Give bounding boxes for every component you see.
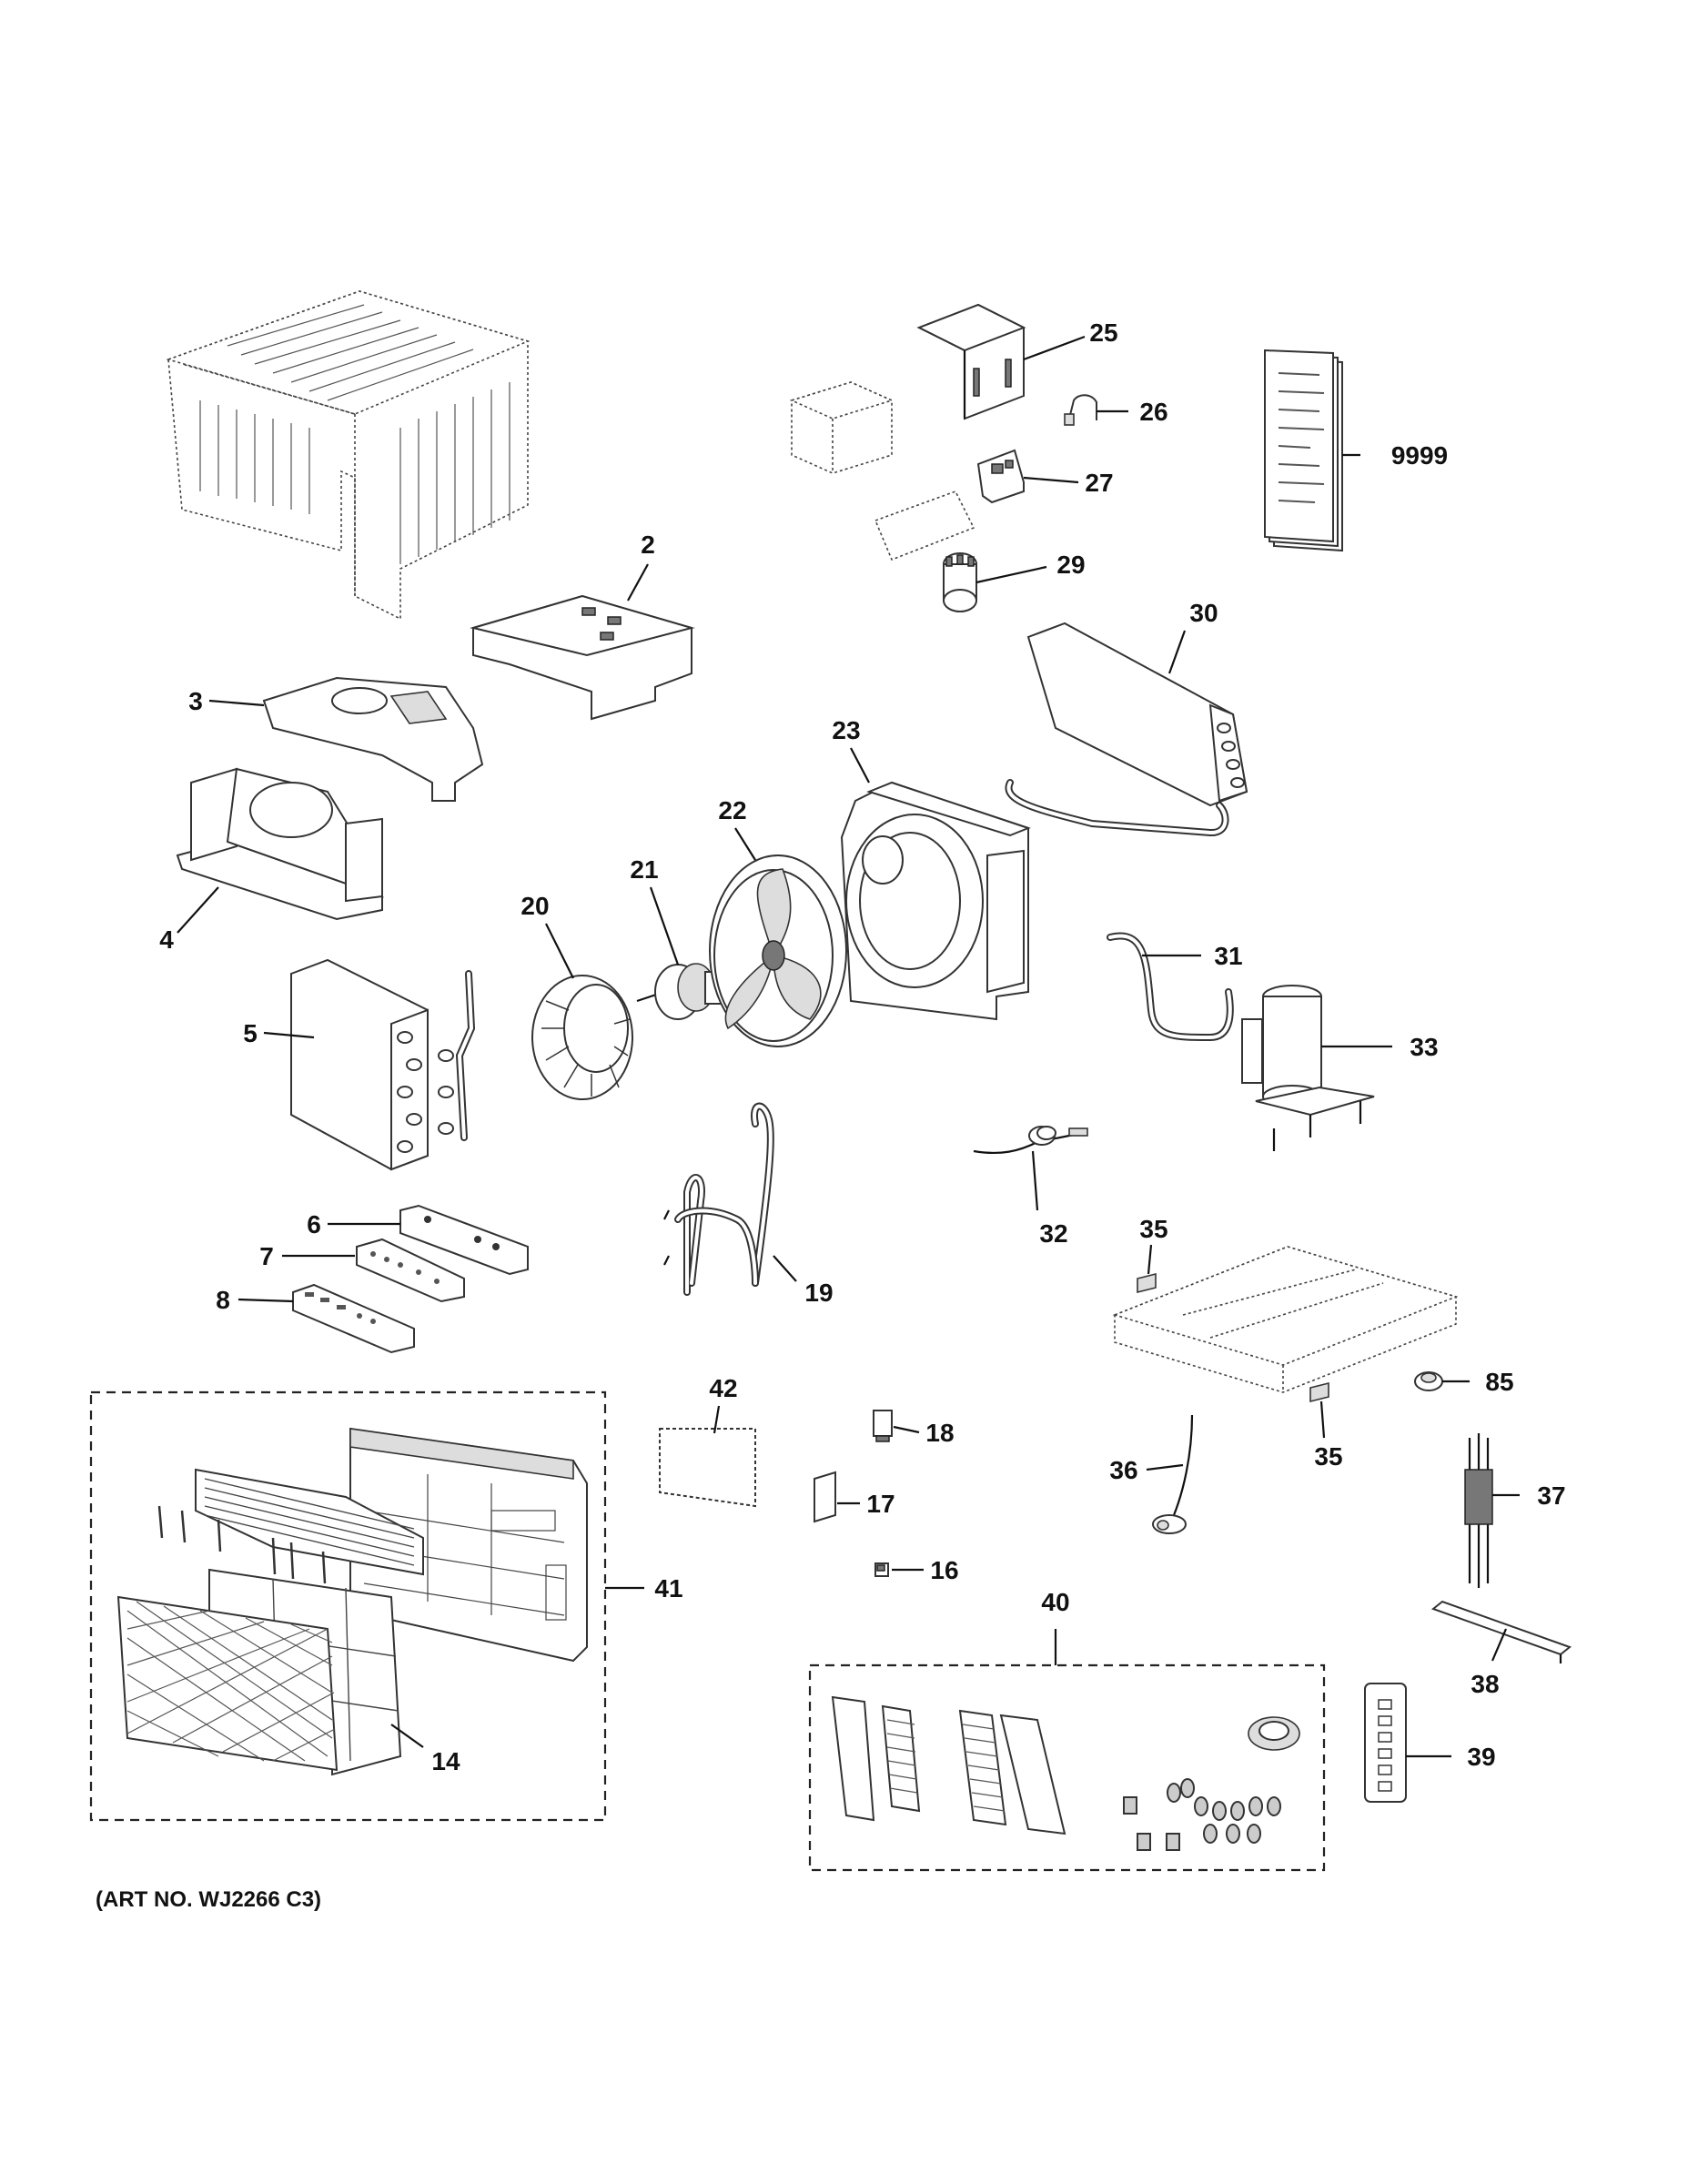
callout-8: 8	[216, 1286, 230, 1314]
callout-27: 27	[1085, 469, 1113, 497]
callout-14: 14	[431, 1747, 460, 1775]
callout-2: 2	[641, 531, 655, 559]
part-36-drawing	[1152, 1414, 1194, 1534]
part-8-drawing	[292, 1283, 415, 1354]
part-35-drawing	[1137, 1272, 1329, 1403]
part-6-drawing	[399, 1204, 529, 1276]
callout-35b: 35	[1314, 1442, 1342, 1471]
callout-85: 85	[1485, 1368, 1513, 1396]
part-19-drawing	[663, 1102, 774, 1296]
callout-26: 26	[1139, 398, 1167, 426]
part-21-drawing	[636, 963, 724, 1020]
part-40-drawing	[831, 1695, 1300, 1851]
control-box-drawing	[789, 381, 895, 474]
part-26-drawing	[1064, 394, 1097, 426]
part-33-drawing	[1241, 985, 1375, 1151]
callout-37: 37	[1537, 1481, 1565, 1510]
part-30-drawing	[1005, 622, 1248, 836]
label-plate-drawing	[874, 490, 975, 561]
part-2-drawing	[470, 594, 695, 721]
callout-41: 41	[654, 1574, 682, 1603]
leader-lines	[177, 335, 1520, 1758]
part-39-drawing	[1364, 1683, 1407, 1803]
callout-5: 5	[243, 1019, 258, 1047]
part-42-drawing	[659, 1428, 756, 1508]
callout-9999: 9999	[1391, 441, 1448, 470]
part-16-drawing	[874, 1562, 889, 1577]
outer-case-drawing	[166, 290, 531, 621]
callout-33: 33	[1410, 1033, 1438, 1061]
part-22-drawing	[709, 854, 847, 1047]
base-pan-drawing	[1112, 1246, 1459, 1393]
part-14-drawing	[116, 1568, 402, 1776]
callout-29: 29	[1056, 551, 1085, 579]
callout-19: 19	[804, 1279, 833, 1307]
callout-6: 6	[307, 1210, 321, 1239]
callout-42: 42	[709, 1374, 737, 1402]
callout-18: 18	[925, 1419, 954, 1447]
callout-4: 4	[159, 925, 174, 954]
callout-32: 32	[1039, 1219, 1067, 1248]
callout-17: 17	[866, 1490, 895, 1518]
part-23-drawing	[840, 781, 1031, 1021]
grille-assembly-box	[89, 1390, 607, 1822]
callout-16: 16	[930, 1556, 958, 1584]
part-27-drawing	[976, 449, 1025, 504]
part-4-drawing	[176, 767, 384, 921]
part-20-drawing	[531, 975, 633, 1100]
callout-22: 22	[718, 796, 746, 824]
part-25-drawing	[916, 303, 1026, 420]
callout-25: 25	[1089, 318, 1117, 347]
callout-21: 21	[630, 855, 658, 884]
part-5-drawing	[290, 958, 476, 1171]
part-7-drawing	[356, 1238, 465, 1303]
part-85-drawing	[1414, 1371, 1443, 1391]
part-32-drawing	[973, 1126, 1088, 1155]
callout-35a: 35	[1139, 1215, 1167, 1243]
callout-3: 3	[188, 687, 203, 715]
part-38-drawing	[1430, 1600, 1572, 1663]
part-41-drawing	[157, 1427, 588, 1663]
art-number: (ART NO. WJ2266 C3)	[96, 1887, 321, 1912]
callout-38: 38	[1471, 1670, 1499, 1698]
callout-20: 20	[521, 892, 549, 920]
part-31-drawing	[1107, 932, 1234, 1042]
callout-36: 36	[1109, 1456, 1137, 1484]
callout-7: 7	[259, 1242, 274, 1270]
callout-labels: 2 3 4 5 6 7 8 14 16 17 18 19 20 21 22 23…	[96, 318, 1566, 1912]
part-9999-drawing	[1264, 349, 1343, 552]
part-29-drawing	[943, 552, 977, 612]
callout-23: 23	[832, 716, 860, 744]
callout-39: 39	[1467, 1743, 1495, 1771]
part-37-drawing	[1464, 1433, 1493, 1588]
part-3-drawing	[262, 676, 484, 802]
callout-40: 40	[1041, 1588, 1069, 1616]
callout-31: 31	[1214, 942, 1242, 970]
part-18-drawing	[873, 1410, 893, 1442]
part-17-drawing	[814, 1471, 836, 1523]
install-kit-box	[808, 1663, 1326, 1872]
callout-30: 30	[1189, 599, 1218, 627]
